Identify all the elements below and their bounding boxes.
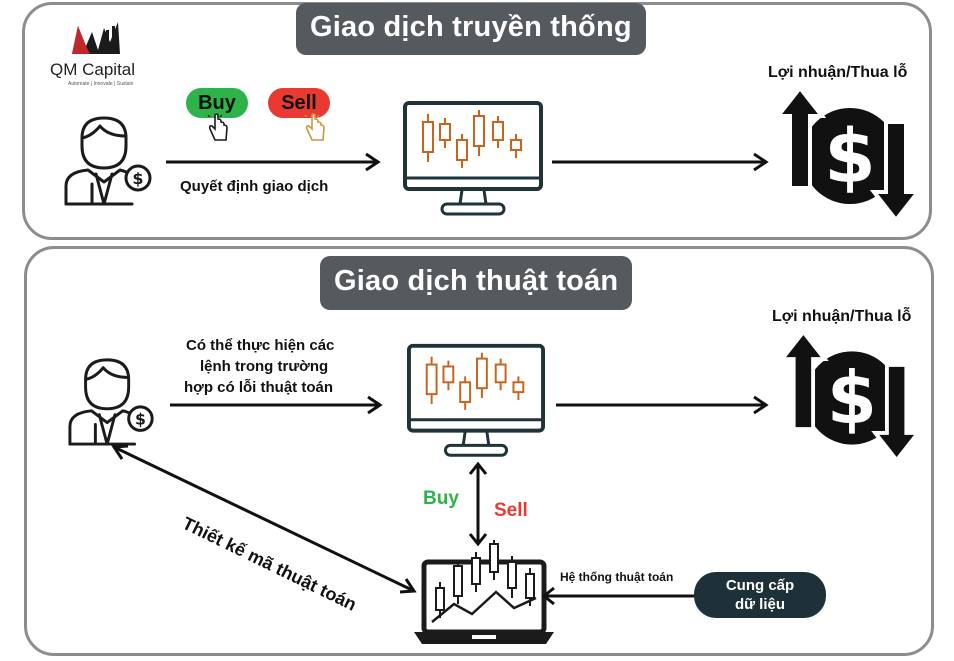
svg-text:$: $ — [824, 114, 876, 200]
pointer-hand-icon — [207, 113, 228, 141]
provide-data-button[interactable]: Cung cấp dữ liệu — [694, 572, 826, 618]
dollar-updown-icon: $ — [778, 328, 922, 464]
pointer-hand-icon — [304, 113, 325, 141]
svg-text:$: $ — [132, 169, 143, 188]
brand-tagline: Automate | Innovate | Sustain — [68, 81, 134, 87]
sell-button[interactable]: Sell — [268, 88, 330, 118]
trader-person-icon: $ — [68, 358, 154, 446]
qm-capital-logo-icon — [72, 22, 120, 54]
provide-data-line-1: Cung cấp — [725, 577, 795, 594]
chart-monitor-icon — [403, 101, 543, 216]
algorithm-laptop-icon — [414, 540, 554, 644]
arrow-right-icon — [170, 395, 383, 415]
double-arrow-vertical-icon — [468, 461, 488, 547]
error-note-line-3: hợp có lỗi thuật toán — [184, 379, 333, 396]
svg-text:$: $ — [135, 410, 146, 429]
algorithmic-trading-title: Giao dịch thuật toán — [320, 256, 633, 310]
dollar-updown-icon: $ — [773, 84, 923, 224]
error-note-line-1: Có thể thực hiện các — [186, 337, 335, 354]
error-note-line-2: lệnh trong trường — [200, 358, 329, 375]
algorithm-system-label: Hệ thống thuật toán — [560, 570, 674, 584]
svg-text:$: $ — [827, 356, 877, 440]
brand-name: QM Capital — [50, 60, 136, 79]
arrow-right-icon — [552, 152, 769, 172]
profit-loss-label: Lợi nhuận/Thua lỗ — [768, 64, 908, 81]
buy-button[interactable]: Buy — [186, 88, 248, 118]
traditional-trading-title: Giao dịch truyền thống — [296, 3, 646, 55]
chart-monitor-icon — [406, 343, 546, 457]
double-arrow-diagonal-icon — [111, 444, 417, 594]
profit-loss-label: Lợi nhuận/Thua lỗ — [772, 308, 912, 325]
decision-label: Quyết định giao dịch — [180, 178, 329, 195]
arrow-right-icon — [166, 152, 381, 172]
provide-data-line-2: dữ liệu — [734, 596, 786, 613]
trader-person-icon: $ — [64, 116, 152, 206]
sell-signal-label: Sell — [494, 500, 528, 521]
arrow-right-icon — [556, 395, 769, 415]
arrow-left-icon — [541, 586, 696, 606]
buy-signal-label: Buy — [423, 488, 459, 509]
